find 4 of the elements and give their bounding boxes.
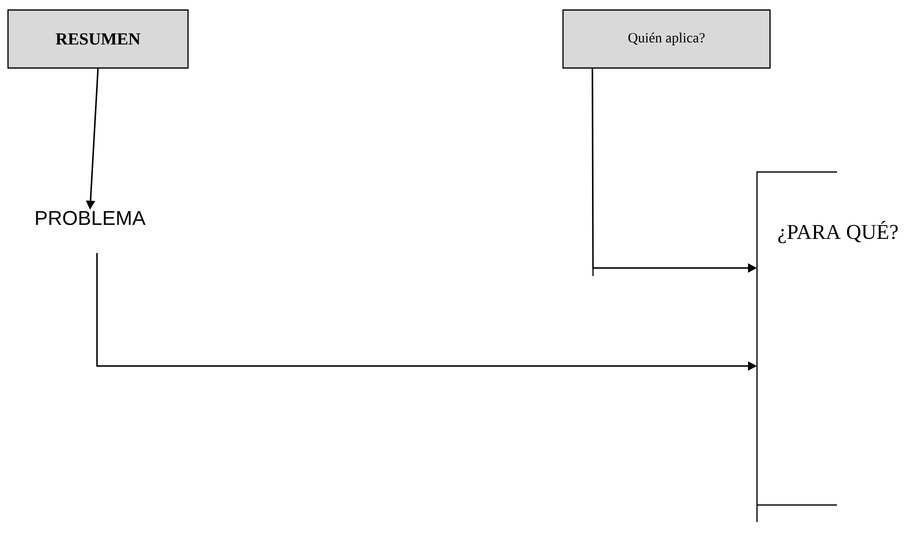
bracket-heading: ¿PARA QUÉ? — [778, 220, 898, 244]
node-label: PROBLEMA — [36, 210, 146, 226]
bold-box: RESUMEN — [7, 9, 189, 69]
question-box: Quién aplica? — [562, 9, 771, 69]
